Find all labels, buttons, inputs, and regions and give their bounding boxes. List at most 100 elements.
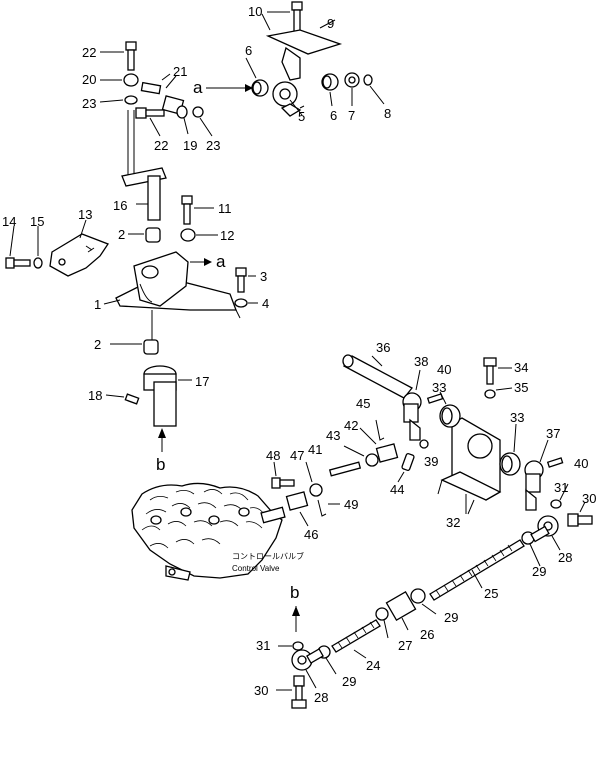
bolt-10 [267, 1, 303, 33]
label-35: 35 [514, 380, 528, 395]
rod-end-28-upper [530, 515, 559, 543]
label-32: 32 [446, 515, 460, 530]
bolt-48 [271, 461, 295, 489]
nut-20 [100, 73, 139, 87]
cotter-45 [375, 419, 385, 441]
nut-27 [375, 607, 389, 621]
label-28-lower: 28 [314, 690, 328, 705]
link-16 [121, 110, 167, 221]
valve-label-en: Control Valve [232, 564, 280, 573]
label-49: 49 [344, 497, 358, 512]
label-14: 14 [2, 214, 16, 229]
label-43: 43 [326, 428, 340, 443]
joint-42 [359, 427, 399, 463]
label-22-top: 22 [82, 45, 96, 60]
label-29-upper: 29 [532, 564, 546, 579]
label-16: 16 [113, 198, 127, 213]
label-22-mid: 22 [154, 138, 168, 153]
rod-41 [328, 461, 362, 477]
pin-40-right [546, 457, 564, 468]
washer-31-lower [278, 641, 304, 651]
label-23-left: 23 [82, 96, 96, 111]
bracket-37 [524, 439, 549, 511]
nut-12 [180, 228, 218, 242]
label-31-lower: 31 [256, 638, 270, 653]
bolt-30-upper [567, 501, 593, 527]
clip-8 [363, 74, 373, 86]
control-valve: コントロールバルブ Control Valve [131, 482, 304, 581]
label-36: 36 [376, 340, 390, 355]
ref-arrow-a-top [206, 84, 253, 92]
label-39: 39 [424, 454, 438, 469]
label-41: 41 [308, 442, 322, 457]
label-1: 1 [94, 297, 101, 312]
pin-18 [105, 393, 140, 405]
label-29-lower: 29 [342, 674, 356, 689]
label-a-mid: a [216, 252, 226, 271]
label-13: 13 [78, 207, 92, 222]
label-17: 17 [195, 374, 209, 389]
washer-23-left [99, 95, 138, 105]
label-19: 19 [183, 138, 197, 153]
washer-4 [234, 298, 258, 308]
label-5: 5 [298, 109, 305, 124]
ref-arrow-b-bottom [292, 606, 300, 632]
label-2-upper: 2 [118, 227, 125, 242]
label-20: 20 [82, 72, 96, 87]
label-33-upper: 33 [432, 380, 446, 395]
bolt-30-lower [276, 675, 307, 709]
rod-end-28-lower [291, 648, 324, 671]
valve-label-jp: コントロールバルブ [232, 551, 304, 561]
stand-32 [440, 417, 502, 515]
label-9: 9 [327, 16, 334, 31]
leader-lines [149, 13, 569, 689]
label-33-lower: 33 [510, 410, 524, 425]
bushing-6-left [251, 79, 269, 97]
ref-arrow-a-mid [204, 258, 212, 266]
bushing-2-lower [110, 310, 159, 355]
label-6-right: 6 [330, 108, 337, 123]
label-10: 10 [248, 4, 262, 19]
label-38: 38 [414, 354, 428, 369]
sleeve-26 [385, 590, 417, 622]
label-34: 34 [514, 360, 528, 375]
bushing-6-right [321, 73, 339, 91]
label-8: 8 [384, 106, 391, 121]
lever-5 [272, 81, 303, 117]
label-26: 26 [420, 627, 434, 642]
label-40-left: 40 [437, 362, 451, 377]
bolt-22-mid [135, 107, 165, 119]
bushing-2-upper [128, 227, 161, 243]
lever-body-1 [103, 251, 241, 319]
nut-47 [305, 461, 323, 497]
label-24: 24 [366, 658, 380, 673]
rod-24 [331, 619, 381, 653]
label-a-top: a [193, 78, 203, 97]
pin-40-left [426, 393, 444, 404]
label-30-lower: 30 [254, 683, 268, 698]
label-15: 15 [30, 214, 44, 229]
label-28-upper: 28 [558, 550, 572, 565]
label-3: 3 [260, 269, 267, 284]
bracket-38 [402, 369, 422, 441]
bushing-33-lower [499, 423, 521, 476]
label-44: 44 [390, 482, 404, 497]
label-21: 21 [173, 64, 187, 79]
label-47: 47 [290, 448, 304, 463]
label-42: 42 [344, 418, 358, 433]
label-b-bottom: b [290, 583, 299, 602]
washer-31-upper [550, 499, 562, 509]
label-18: 18 [88, 388, 102, 403]
plate-13 [49, 219, 109, 277]
washer-23-right [192, 106, 204, 118]
cotter-49 [317, 499, 340, 517]
label-12: 12 [220, 228, 234, 243]
washer-7 [344, 72, 360, 88]
pin-39 [419, 439, 429, 449]
nut-29-mid [410, 588, 426, 604]
joint-46 [285, 491, 309, 527]
label-27: 27 [398, 638, 412, 653]
label-23-right: 23 [206, 138, 220, 153]
